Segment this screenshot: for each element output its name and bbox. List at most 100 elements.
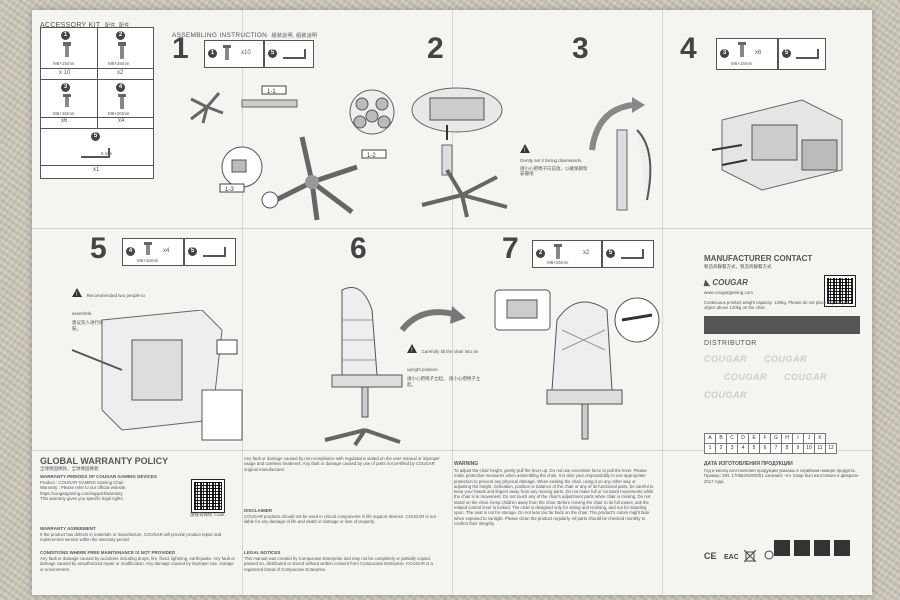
part-spec: M8×25mm [547,260,569,265]
accessory-title-cn: 配件, 配件 [104,23,130,29]
warning-icon: ! [72,288,82,298]
fold-line [662,10,663,595]
label-1-1: 1-1 [267,89,276,95]
step6-note-cn: 請小心把椅子立起。 請小心把椅子立起。 [407,376,481,387]
instruction-sheet: ACCESSORY KIT 配件, 配件 1 2 M8×15mm M8×25mm… [32,10,872,595]
part-number: 5 [606,249,615,258]
svg-text:!: ! [76,292,78,297]
qr-code [191,479,225,513]
step7-diagram [494,289,660,440]
allen-key-icon [81,148,110,158]
qr-caption: 請搜尋保修 Code [190,512,225,517]
part-spec: M6×16mm [53,111,75,116]
part-qty: x2 [117,70,124,76]
accessory-title: ACCESSORY KIT [40,22,101,29]
warranty-section: WARRANTY AGREEMENT [40,526,96,531]
part-number: 5 [188,247,197,256]
distributor-logo: COUGAR [764,354,807,364]
fold-line [32,228,872,229]
part-qty: x6 [61,118,68,124]
step6-note-text: Carefully tilt the chair into an upright… [407,349,479,372]
divider [41,128,153,129]
recycle-icon [764,550,774,560]
svg-text:!: ! [411,348,413,353]
part-qty: x4 [118,118,125,124]
cougar-logo-icon: ◣ [704,278,711,287]
step3-note: ! Gently set it facing downwards. 請小心把椅子… [520,140,590,177]
bolt-icon [144,242,152,255]
step4-tool-box: 5 [778,38,826,70]
label-1-3: 1-3 [225,187,234,193]
part-qty: x 10 [59,70,71,76]
part-spec: M6×20mm [108,111,130,116]
cougar-logo-text: COUGAR [712,278,748,287]
step-number: 7 [502,232,519,265]
step1-kit-box: 1 x10 [204,40,264,68]
step-number: 1 [172,32,189,65]
step7-tool-box: 5 [602,240,654,268]
step2-diagram [411,87,508,218]
part-qty: x4 [163,248,170,254]
warranty-section: CONDITIONS WHERE FREE MAINTENANCE IS NOT… [40,550,176,555]
bolt-icon [63,42,71,57]
distributor-logo: COUGAR [704,390,747,400]
svg-text:CE: CE [704,551,717,560]
distributor-title: DISTRIBUTOR [704,340,757,347]
manufacturer-website: www.cougargaming.com [704,290,754,295]
assembling-header: ASSEMBLING INSTRUCTION 組裝說明, 組裝說明 [172,24,317,42]
divider [41,117,153,118]
svg-text:EAC: EAC [724,554,738,560]
part-number: 3 [720,49,729,58]
step5-diagram [71,310,243,441]
qr-code [824,275,856,307]
step3-diagram [589,97,652,211]
step5-kit-box: 4 x4 M6×16mm [122,238,184,266]
step6-diagram [324,287,403,447]
weee-bin-icon [744,550,756,562]
warranty-title-cn: 全球保固條款，全球保固條款 [40,466,99,471]
svg-text:!: ! [524,148,526,153]
step-number: 6 [350,232,367,265]
step4-diagram [711,99,843,191]
eac-mark-icon: EAC [724,554,738,560]
manufacturer-title: MANUFACTURER CONTACT [704,254,813,263]
part-number: 2 [536,249,545,258]
step7-kit-box: 2 x2 M8×25mm [532,240,602,268]
step1-diagram: 1-1 1-2 1-3 [190,85,395,221]
step4-kit-box: 3 x6 M6×16mm [716,38,778,70]
disclaimer-title: DISCLAIMER [244,508,272,513]
care-symbol-icon [814,540,830,556]
bolt-icon [223,45,231,60]
part-number: 5 [782,49,791,58]
label-1-2: 1-2 [367,153,376,159]
production-title: ДАТА ИЗГОТОВЛЕНИЯ ПРОДУКЦИИ [704,461,793,467]
bolt-icon [554,244,562,259]
fold-line [242,10,243,595]
bolt-icon [738,42,746,57]
bolt-icon [63,94,71,107]
accessory-kit-header: ACCESSORY KIT 配件, 配件 [40,14,129,32]
care-symbol-icon [794,540,810,556]
step-number: 5 [90,232,107,265]
part-number: 2 [116,31,125,40]
part-spec: M8×25mm [108,61,130,66]
care-symbol-icon [834,540,850,556]
distributor-area: COUGAR COUGAR COUGAR COUGAR COUGAR [704,350,854,440]
allen-key-icon [796,49,819,59]
manufacturer-title-cn: 製造商聯繫方式，製造商聯繫方式 [704,264,772,269]
divider [97,28,98,128]
care-symbols [774,540,854,568]
bolt-icon [118,42,126,59]
step1-tool-box: 5 [264,40,314,68]
part-spec: 5 mm [101,151,113,156]
part-qty: x6 [755,50,762,56]
allen-key-icon [203,247,226,257]
distributor-logo: COUGAR [784,372,827,382]
bolt-icon [118,94,126,109]
care-symbol-icon [774,540,790,556]
part-number: 1 [208,49,217,58]
warning-icon: ! [520,144,530,154]
part-number: 3 [61,83,70,92]
part-number: 5 [91,132,100,141]
